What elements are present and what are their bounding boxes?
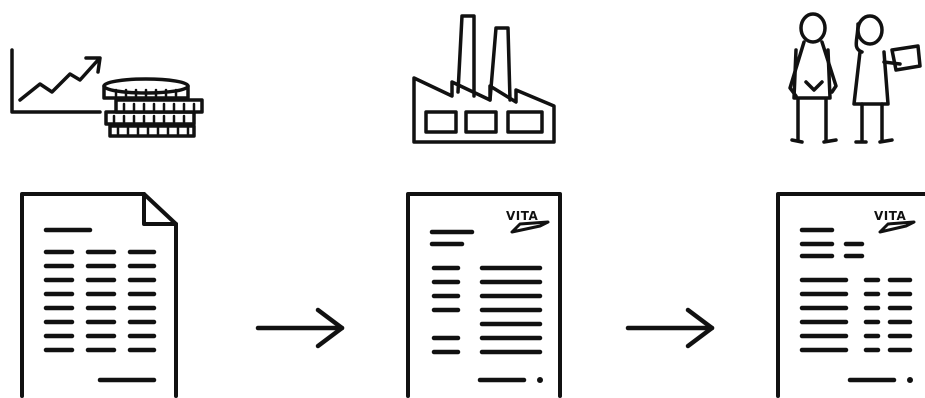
plain-ledger-document bbox=[22, 194, 176, 396]
logo-text: VITA bbox=[874, 209, 907, 223]
logo-text: VITA bbox=[506, 209, 539, 223]
ledger-rows bbox=[46, 252, 154, 350]
vita-logo: VITA bbox=[506, 209, 548, 232]
person-left bbox=[790, 14, 836, 142]
arrow-right-icon bbox=[258, 310, 342, 346]
two-people-tablet-icon bbox=[790, 14, 920, 142]
finance-chart-coins-icon bbox=[12, 50, 202, 136]
report-rows bbox=[802, 280, 910, 350]
vita-logo: VITA bbox=[874, 209, 914, 232]
factory-icon bbox=[414, 16, 554, 142]
branded-report-document: VITA bbox=[778, 194, 925, 396]
document-rows bbox=[434, 268, 540, 352]
branded-document: VITA bbox=[408, 194, 560, 396]
person-right bbox=[854, 16, 920, 142]
arrow-right-icon bbox=[628, 310, 712, 346]
